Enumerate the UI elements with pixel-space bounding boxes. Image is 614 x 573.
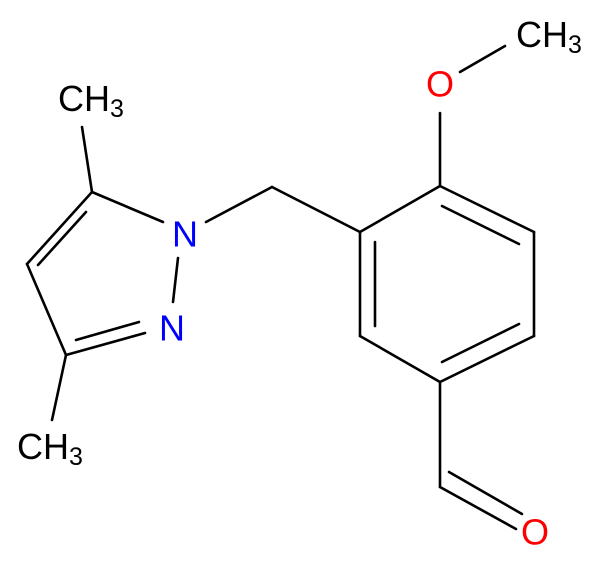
ch3-top-left-subscript: 3 — [110, 95, 124, 123]
bond-n1-c5 — [90, 190, 165, 224]
bond-c5-c4 — [25, 190, 94, 266]
bond-c-o-double-2 — [447, 470, 524, 516]
ch3-top-left-main: CH — [58, 78, 110, 119]
bond-n1-ch2 — [204, 185, 274, 224]
bond-o-methyl — [458, 44, 507, 74]
atom-label-ch3-top-right: CH3 — [516, 14, 582, 59]
pyrazole-ring — [25, 190, 180, 357]
bond-c3-n2-inner — [74, 320, 141, 342]
bond-ch2-ring — [270, 185, 362, 234]
bond-ring-1-2 — [358, 184, 442, 234]
bond-c5-c4-inner — [36, 210, 88, 267]
bond-c3-methyl — [50, 353, 68, 422]
atom-label-ch3-bottom-left: CH3 — [17, 426, 83, 471]
atom-label-ch3-top-left: CH3 — [58, 78, 124, 123]
atom-label-o-methoxy: O — [426, 64, 454, 105]
atom-label-n1: N — [172, 214, 198, 255]
ch3-top-right-subscript: 3 — [568, 31, 582, 59]
benzene-ring — [358, 184, 536, 384]
bond-ring-4-5 — [438, 334, 536, 384]
bond-c-o-double-1 — [438, 485, 518, 531]
ch3-bottom-left-subscript: 3 — [69, 443, 83, 471]
atom-label-o-aldehyde: O — [521, 512, 549, 553]
bond-ring-2-3-inner — [440, 204, 521, 246]
bond-ring-5-6 — [358, 334, 442, 384]
bond-c5-methyl — [80, 125, 94, 194]
bond-c3-n2 — [64, 331, 147, 357]
atom-label-n2: N — [159, 308, 185, 349]
bond-c4-c3 — [25, 262, 68, 357]
bond-ring-4-5-inner — [440, 322, 521, 364]
bond-n2-n1 — [171, 256, 180, 304]
ch3-top-right-main: CH — [516, 14, 568, 55]
ch3-bottom-left-main: CH — [17, 426, 69, 467]
bond-ring-2-3 — [438, 184, 536, 234]
